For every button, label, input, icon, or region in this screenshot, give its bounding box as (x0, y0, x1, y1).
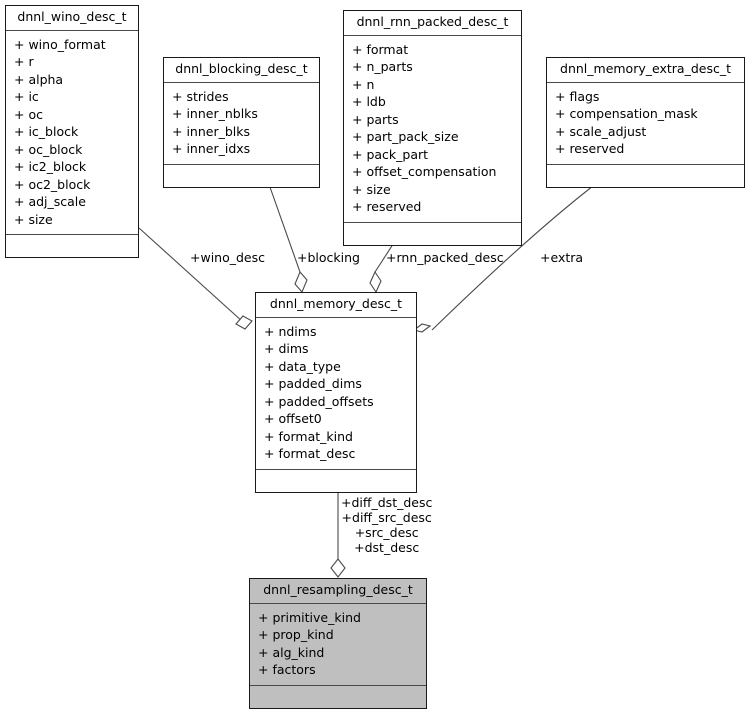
class-title-dnnl-wino-desc-t: dnnl_wino_desc_t (6, 6, 138, 31)
attribute-row: + adj_scale (14, 194, 86, 209)
attribute-row: + prop_kind (258, 627, 334, 642)
edge-label-line: +diff_dst_desc (341, 495, 433, 510)
attribute-row: + format_kind (264, 428, 353, 444)
attribute-row: + alg_kind (258, 644, 325, 660)
attribute-row: + scale_adjust (555, 123, 647, 139)
class-box-dnnl-memory-extra-desc-t[interactable]: dnnl_memory_extra_desc_t + flags + compe… (546, 57, 745, 188)
attribute-row: + oc (14, 106, 43, 122)
class-operations-dnnl-wino-desc-t (6, 235, 138, 257)
class-operations-dnnl-memory-extra-desc-t (547, 164, 744, 187)
attribute-row: + oc_block (14, 141, 83, 157)
attribute-row: + offset_compensation (352, 164, 497, 179)
aggregation-diamond-memory-to-resampling (331, 559, 345, 577)
class-title-dnnl-rnn-packed-desc-t: dnnl_rnn_packed_desc_t (344, 11, 521, 36)
edge-line-wino-desc (139, 228, 243, 322)
attribute-row: + format_desc (264, 446, 356, 461)
attribute-row: + r (14, 54, 34, 69)
class-operations-dnnl-blocking-desc-t (164, 164, 319, 187)
attribute-row: + reserved (555, 141, 625, 156)
edge-label-memory-to-resampling: +diff_dst_desc +diff_src_desc +src_desc … (341, 495, 432, 555)
class-operations-dnnl-rnn-packed-desc-t (344, 222, 521, 245)
class-box-dnnl-memory-desc-t[interactable]: dnnl_memory_desc_t + ndims + dims + data… (255, 292, 417, 493)
attribute-row: + inner_blks (172, 123, 251, 139)
attribute-row: + ic2_block (14, 159, 87, 174)
class-attributes-dnnl-blocking-desc-t: + strides + inner_nblks + inner_blks + i… (164, 82, 319, 165)
attribute-row: + inner_idxs (172, 141, 251, 156)
class-title-dnnl-memory-desc-t: dnnl_memory_desc_t (256, 293, 416, 318)
attribute-row: + strides (172, 88, 229, 104)
attribute-row: + factors (258, 662, 316, 677)
attribute-row: + alpha (14, 71, 64, 87)
attribute-row: + n_parts (352, 59, 413, 74)
attribute-row: + offset0 (264, 411, 322, 426)
attribute-row: + ic_block (14, 124, 79, 139)
attribute-row: + wino_format (14, 36, 106, 52)
attribute-row: + ndims (264, 323, 317, 339)
edge-label-line: +diff_src_desc (341, 510, 432, 525)
attribute-row: + padded_offsets (264, 393, 374, 409)
attribute-row: + part_pack_size (352, 129, 459, 144)
aggregation-diamond-wino-desc (236, 316, 252, 329)
class-title-dnnl-memory-extra-desc-t: dnnl_memory_extra_desc_t (547, 58, 744, 83)
aggregation-diamond-blocking (295, 272, 307, 292)
attribute-row: + parts (352, 111, 399, 127)
class-box-dnnl-blocking-desc-t[interactable]: dnnl_blocking_desc_t + strides + inner_n… (163, 57, 320, 188)
class-operations-dnnl-resampling-desc-t (250, 685, 426, 708)
attribute-row: + ic (14, 89, 39, 104)
attribute-row: + flags (555, 88, 600, 104)
edge-label-wino-desc: +wino_desc (190, 250, 265, 265)
class-operations-dnnl-memory-desc-t (256, 469, 416, 492)
attribute-row: + ldb (352, 94, 386, 109)
attribute-row: + format (352, 41, 409, 57)
attribute-row: + reserved (352, 199, 422, 214)
class-box-dnnl-resampling-desc-t[interactable]: dnnl_resampling_desc_t + primitive_kind … (249, 578, 427, 709)
attribute-row: + primitive_kind (258, 609, 361, 625)
attribute-row: + inner_nblks (172, 106, 258, 121)
class-attributes-dnnl-resampling-desc-t: + primitive_kind + prop_kind + alg_kind … (250, 603, 426, 686)
attribute-row: + dims (264, 341, 309, 356)
class-title-dnnl-resampling-desc-t: dnnl_resampling_desc_t (250, 579, 426, 604)
attribute-row: + padded_dims (264, 376, 362, 391)
attribute-row: + pack_part (352, 146, 429, 162)
edge-line-blocking (265, 173, 300, 272)
edge-label-rnn-packed-desc: +rnn_packed_desc (386, 250, 504, 265)
class-attributes-dnnl-memory-extra-desc-t: + flags + compensation_mask + scale_adju… (547, 82, 744, 165)
class-box-dnnl-wino-desc-t[interactable]: dnnl_wino_desc_t + wino_format + r + alp… (5, 5, 139, 258)
attribute-row: + oc2_block (14, 176, 91, 192)
class-attributes-dnnl-rnn-packed-desc-t: + format + n_parts + n + ldb + parts + p… (344, 35, 521, 223)
aggregation-diamond-rnn-packed-desc (370, 272, 381, 292)
attribute-row: + n (352, 76, 375, 92)
attribute-row: + size (14, 211, 53, 227)
class-box-dnnl-rnn-packed-desc-t[interactable]: dnnl_rnn_packed_desc_t + format + n_part… (343, 10, 522, 246)
edge-label-line: +src_desc (354, 525, 419, 540)
edge-label-blocking: +blocking (297, 250, 360, 265)
class-title-dnnl-blocking-desc-t: dnnl_blocking_desc_t (164, 58, 319, 83)
attribute-row: + size (352, 181, 391, 197)
class-attributes-dnnl-wino-desc-t: + wino_format + r + alpha + ic + oc + ic… (6, 30, 138, 235)
attribute-row: + compensation_mask (555, 106, 698, 121)
edge-label-extra: +extra (540, 250, 584, 265)
class-attributes-dnnl-memory-desc-t: + ndims + dims + data_type + padded_dims… (256, 317, 416, 470)
attribute-row: + data_type (264, 358, 341, 374)
edge-label-line: +dst_desc (354, 540, 420, 555)
